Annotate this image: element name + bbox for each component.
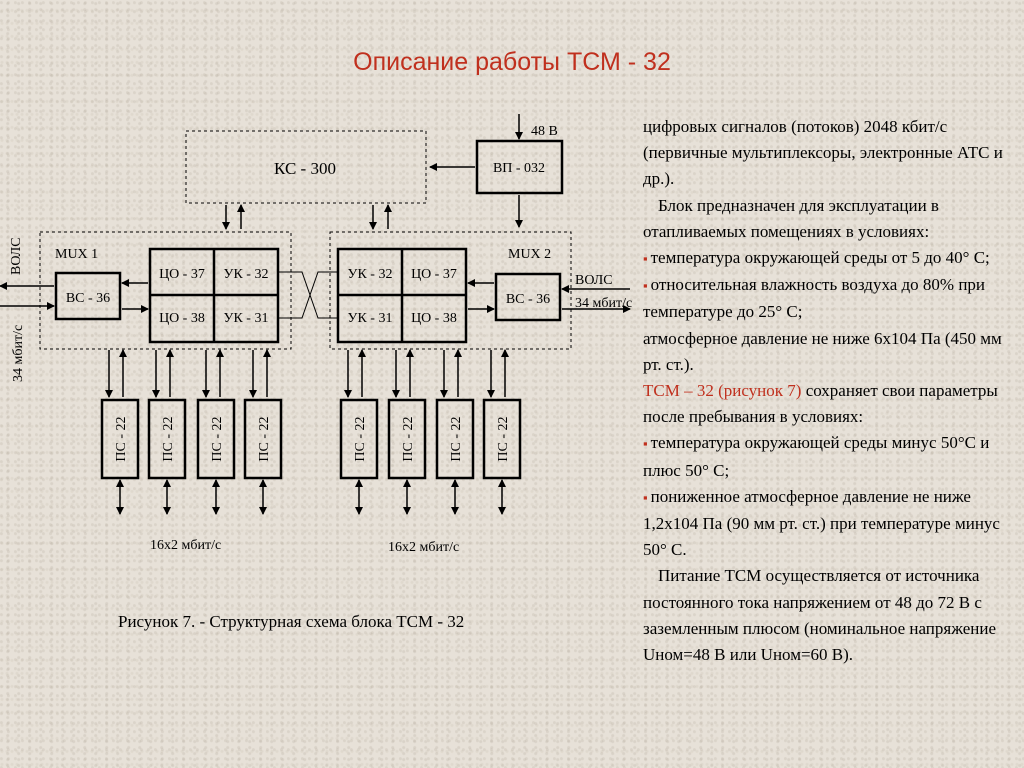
mux1-label: MUX 1 <box>55 247 98 262</box>
ps-22-2: ПС - 22 <box>161 416 176 461</box>
paragraph-2: Блок предназначен для эксплуатации в ота… <box>643 195 939 241</box>
co-37-right: ЦО - 37 <box>411 267 457 282</box>
rate-right-label: 34 мбит/с <box>575 296 632 311</box>
bullet-4: пониженное атмосферное давление не ниже … <box>643 484 1018 564</box>
ps-22-8: ПС - 22 <box>496 416 511 461</box>
bottom-right-rate: 16х2 мбит/с <box>388 540 459 555</box>
mux2-box <box>329 231 572 350</box>
vp-032-box <box>475 139 564 195</box>
vols-left-label: ВОЛС <box>9 237 24 275</box>
page-title: Описание работы ТСМ - 32 <box>353 48 671 76</box>
ps-22-1: ПС - 22 <box>114 416 129 461</box>
ps-22-right-group: ПС - 22 ПС - 22 ПС - 22 ПС - 22 <box>339 398 522 480</box>
vs-36-right-box <box>494 272 562 322</box>
figure-caption: Рисунок 7. - Структурная схема блока ТСМ… <box>118 612 465 631</box>
vols-right-label: ВОЛС <box>575 273 613 288</box>
mux2-label: MUX 2 <box>508 247 551 262</box>
rate-left-label: 34 мбит/с <box>11 325 26 382</box>
48v-label: 48 В <box>531 124 558 139</box>
uk-31-right: УК - 31 <box>348 311 393 326</box>
paragraph-4: ТСМ – 32 (рисунок 7) сохраняет свои пара… <box>643 381 998 427</box>
uk-32-right: УК - 32 <box>348 267 393 282</box>
co-38-left: ЦО - 38 <box>159 311 205 326</box>
paragraph-1: цифровых сигналов (потоков) 2048 кбит/с … <box>643 117 1003 189</box>
vs-36-right-label: ВС - 36 <box>506 292 550 307</box>
ps-22-4: ПС - 22 <box>257 416 272 461</box>
paragraph-5: Питание ТСМ осуществляется от источника … <box>643 566 997 665</box>
bottom-left-rate: 16х2 мбит/с <box>150 538 221 553</box>
ps-22-5: ПС - 22 <box>353 416 368 461</box>
ps-22-6: ПС - 22 <box>401 416 416 461</box>
co-38-right: ЦО - 38 <box>411 311 457 326</box>
ps-22-3: ПС - 22 <box>210 416 225 461</box>
bullet-2: относительная влажность воздуха до 80% п… <box>643 272 1018 325</box>
description-text: цифровых сигналов (потоков) 2048 кбит/с … <box>643 114 1018 668</box>
vp-032-label: ВП - 032 <box>493 161 545 176</box>
ks-300-box <box>185 130 427 204</box>
ps-22-7: ПС - 22 <box>449 416 464 461</box>
vs-36-left-label: ВС - 36 <box>66 291 110 306</box>
uk-31-left: УК - 31 <box>224 311 269 326</box>
paragraph-3: атмосферное давление не ниже 6х104 Па (4… <box>643 328 1002 374</box>
co-37-left: ЦО - 37 <box>159 267 205 282</box>
bullet-3: температура окружающей среды минус 50°С … <box>643 430 1018 483</box>
mux1-box <box>39 231 292 350</box>
figure-reference: ТСМ – 32 (рисунок 7) <box>643 381 802 401</box>
uk-32-left: УК - 32 <box>224 267 269 282</box>
ps-22-left-group: ПС - 22 ПС - 22 ПС - 22 ПС - 22 <box>100 398 283 480</box>
bullet-1: температура окружающей среды от 5 до 40°… <box>643 245 1018 272</box>
vs-36-left-box <box>54 271 122 321</box>
ks-300-label: КС - 300 <box>274 159 336 178</box>
